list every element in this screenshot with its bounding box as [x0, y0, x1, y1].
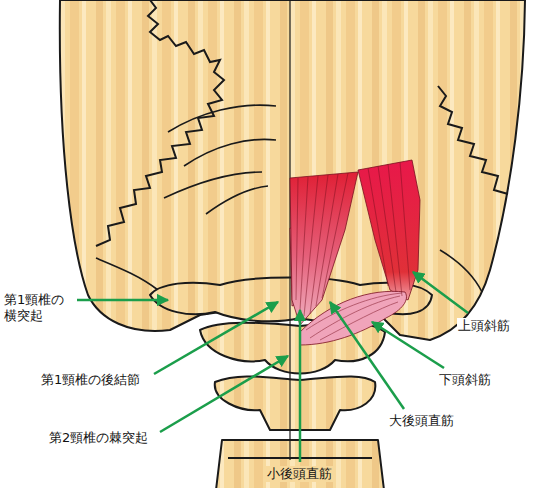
part-label: 第2頸椎の棘突起: [48, 430, 149, 446]
leader-line: [372, 322, 444, 368]
skull: [60, 0, 525, 340]
leader-line: [299, 310, 302, 462]
muscles: [290, 160, 420, 345]
leader-line: [160, 356, 288, 432]
part-label: 第1頸椎の 横突起: [3, 292, 77, 324]
vertebrae: [150, 278, 432, 488]
part-label: 大後頭直筋: [388, 413, 455, 429]
part-label: 小後頭直筋: [266, 466, 333, 482]
nuchal-lines: [96, 105, 482, 292]
part-label: 下頭斜筋: [438, 372, 492, 388]
leader-line: [154, 302, 278, 374]
leader-line: [413, 272, 468, 313]
leader-line: [76, 299, 168, 302]
part-label: 第1頸椎の後結節: [40, 372, 141, 388]
leader-line: [330, 302, 404, 409]
obliquus-superior: [358, 160, 420, 300]
part-label: 上頭斜筋: [457, 318, 511, 334]
